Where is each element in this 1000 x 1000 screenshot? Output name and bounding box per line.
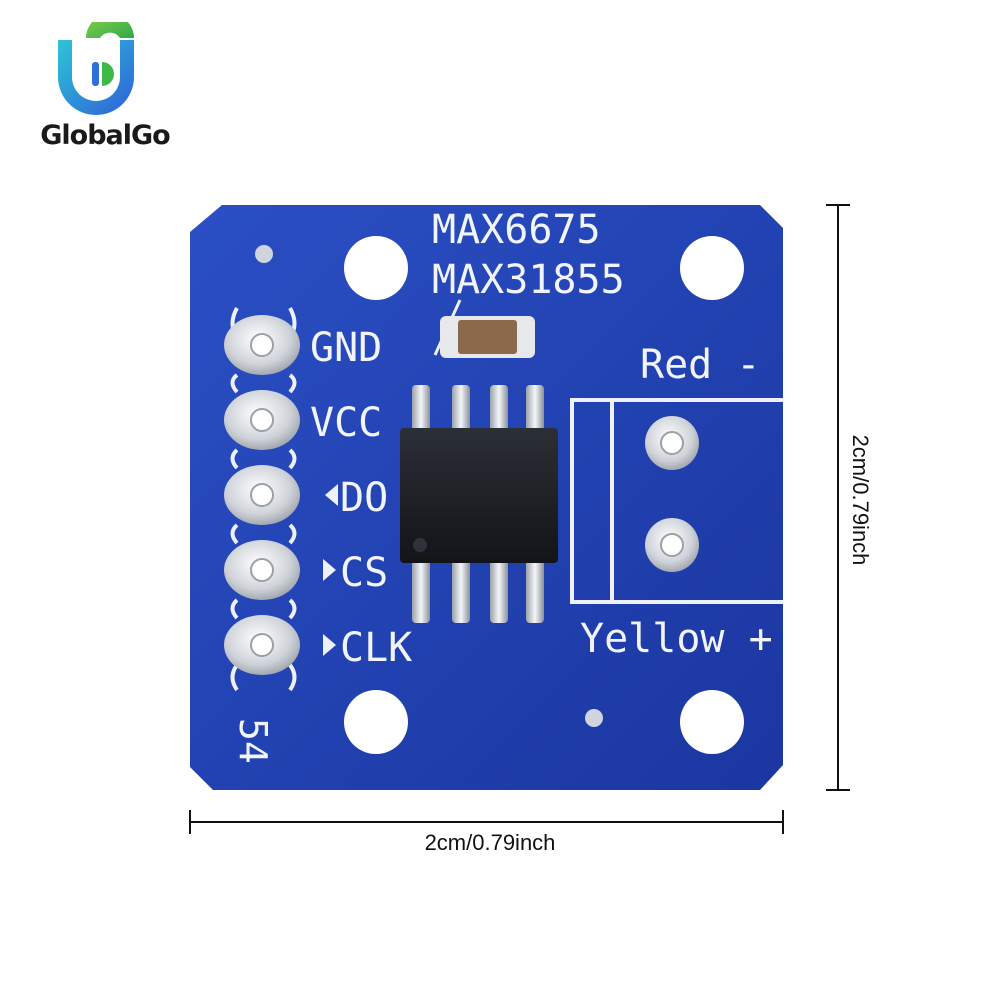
- globalgo-logo-icon: [58, 22, 134, 115]
- brand-name: GlobalGo: [40, 120, 170, 151]
- pad-clk: [224, 615, 300, 675]
- input-arrow-icon: [325, 484, 338, 506]
- pad-do: [224, 465, 300, 525]
- height-dimension-label: 2cm/0.79inch: [848, 434, 873, 566]
- pin-header-outline: [230, 307, 297, 692]
- pin-label-gnd: GND: [310, 325, 382, 371]
- ic-chip: [400, 428, 558, 563]
- output-arrow-icon: [323, 634, 336, 656]
- pin-label-do: DO: [340, 475, 388, 521]
- pad-cs: [224, 540, 300, 600]
- chip-label-max31855: MAX31855: [432, 257, 625, 303]
- terminal-outline: [570, 398, 783, 604]
- terminal-screw-red: [645, 416, 699, 470]
- output-arrow-icon: [323, 559, 336, 581]
- via: [255, 245, 273, 263]
- pin-label-cs: CS: [340, 550, 388, 596]
- dimension-line-horizontal: [189, 810, 784, 834]
- via: [585, 709, 603, 727]
- brand-logo: GlobalGo: [30, 22, 180, 152]
- board-number: 54: [231, 718, 275, 764]
- dimension-line-vertical: [826, 204, 850, 791]
- pin-label-vcc: VCC: [310, 400, 382, 446]
- ic-pin1-marker: [413, 538, 427, 552]
- terminal-label-yellow: Yellow +: [580, 616, 773, 662]
- mounting-hole: [344, 690, 408, 754]
- chip-label-max6675: MAX6675: [432, 207, 601, 253]
- terminal-screw-yellow: [645, 518, 699, 572]
- pad-vcc: [224, 390, 300, 450]
- pad-gnd: [224, 315, 300, 375]
- pin-label-clk: CLK: [340, 625, 412, 671]
- mounting-hole: [680, 236, 744, 300]
- mounting-hole: [344, 236, 408, 300]
- ic-legs: [412, 385, 544, 623]
- header-pads: [224, 315, 300, 675]
- smd-capacitor: [440, 316, 535, 358]
- terminal-label-red: Red -: [640, 342, 760, 388]
- mounting-hole: [680, 690, 744, 754]
- width-dimension-label: 2cm/0.79inch: [424, 830, 556, 855]
